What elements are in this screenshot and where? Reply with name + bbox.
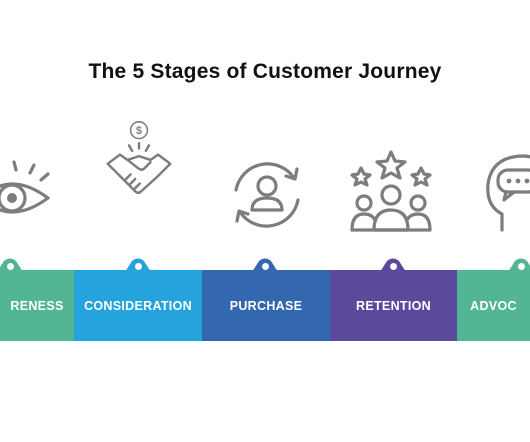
eye-icon bbox=[0, 150, 70, 240]
group-stars-icon bbox=[346, 148, 436, 238]
stage-label: RENESS bbox=[10, 298, 64, 313]
page-title: The 5 Stages of Customer Journey bbox=[88, 60, 442, 83]
stage-band-advocacy: ADVOC bbox=[457, 270, 530, 341]
svg-text:$: $ bbox=[136, 125, 142, 137]
stage-marker-dot bbox=[390, 263, 397, 270]
stage-marker-dot bbox=[518, 263, 525, 270]
stage-marker-dot bbox=[262, 263, 269, 270]
stage-marker-dot bbox=[135, 263, 142, 270]
stage-marker-dot bbox=[7, 263, 14, 270]
stage-band-retention: RETENTION bbox=[330, 270, 457, 341]
stage-label: ADVOC bbox=[470, 298, 517, 313]
stage-label: CONSIDERATION bbox=[84, 298, 192, 313]
stage-band-awareness: RENESS bbox=[0, 270, 74, 341]
person-refresh-icon bbox=[222, 150, 312, 240]
stage-band-purchase: PURCHASE bbox=[202, 270, 330, 341]
stage-label: RETENTION bbox=[356, 298, 431, 313]
handshake-icon: $ bbox=[94, 118, 184, 208]
head-speech-icon bbox=[480, 148, 530, 238]
stage-band-consideration: CONSIDERATION bbox=[74, 270, 202, 341]
stage-label: PURCHASE bbox=[229, 298, 303, 313]
